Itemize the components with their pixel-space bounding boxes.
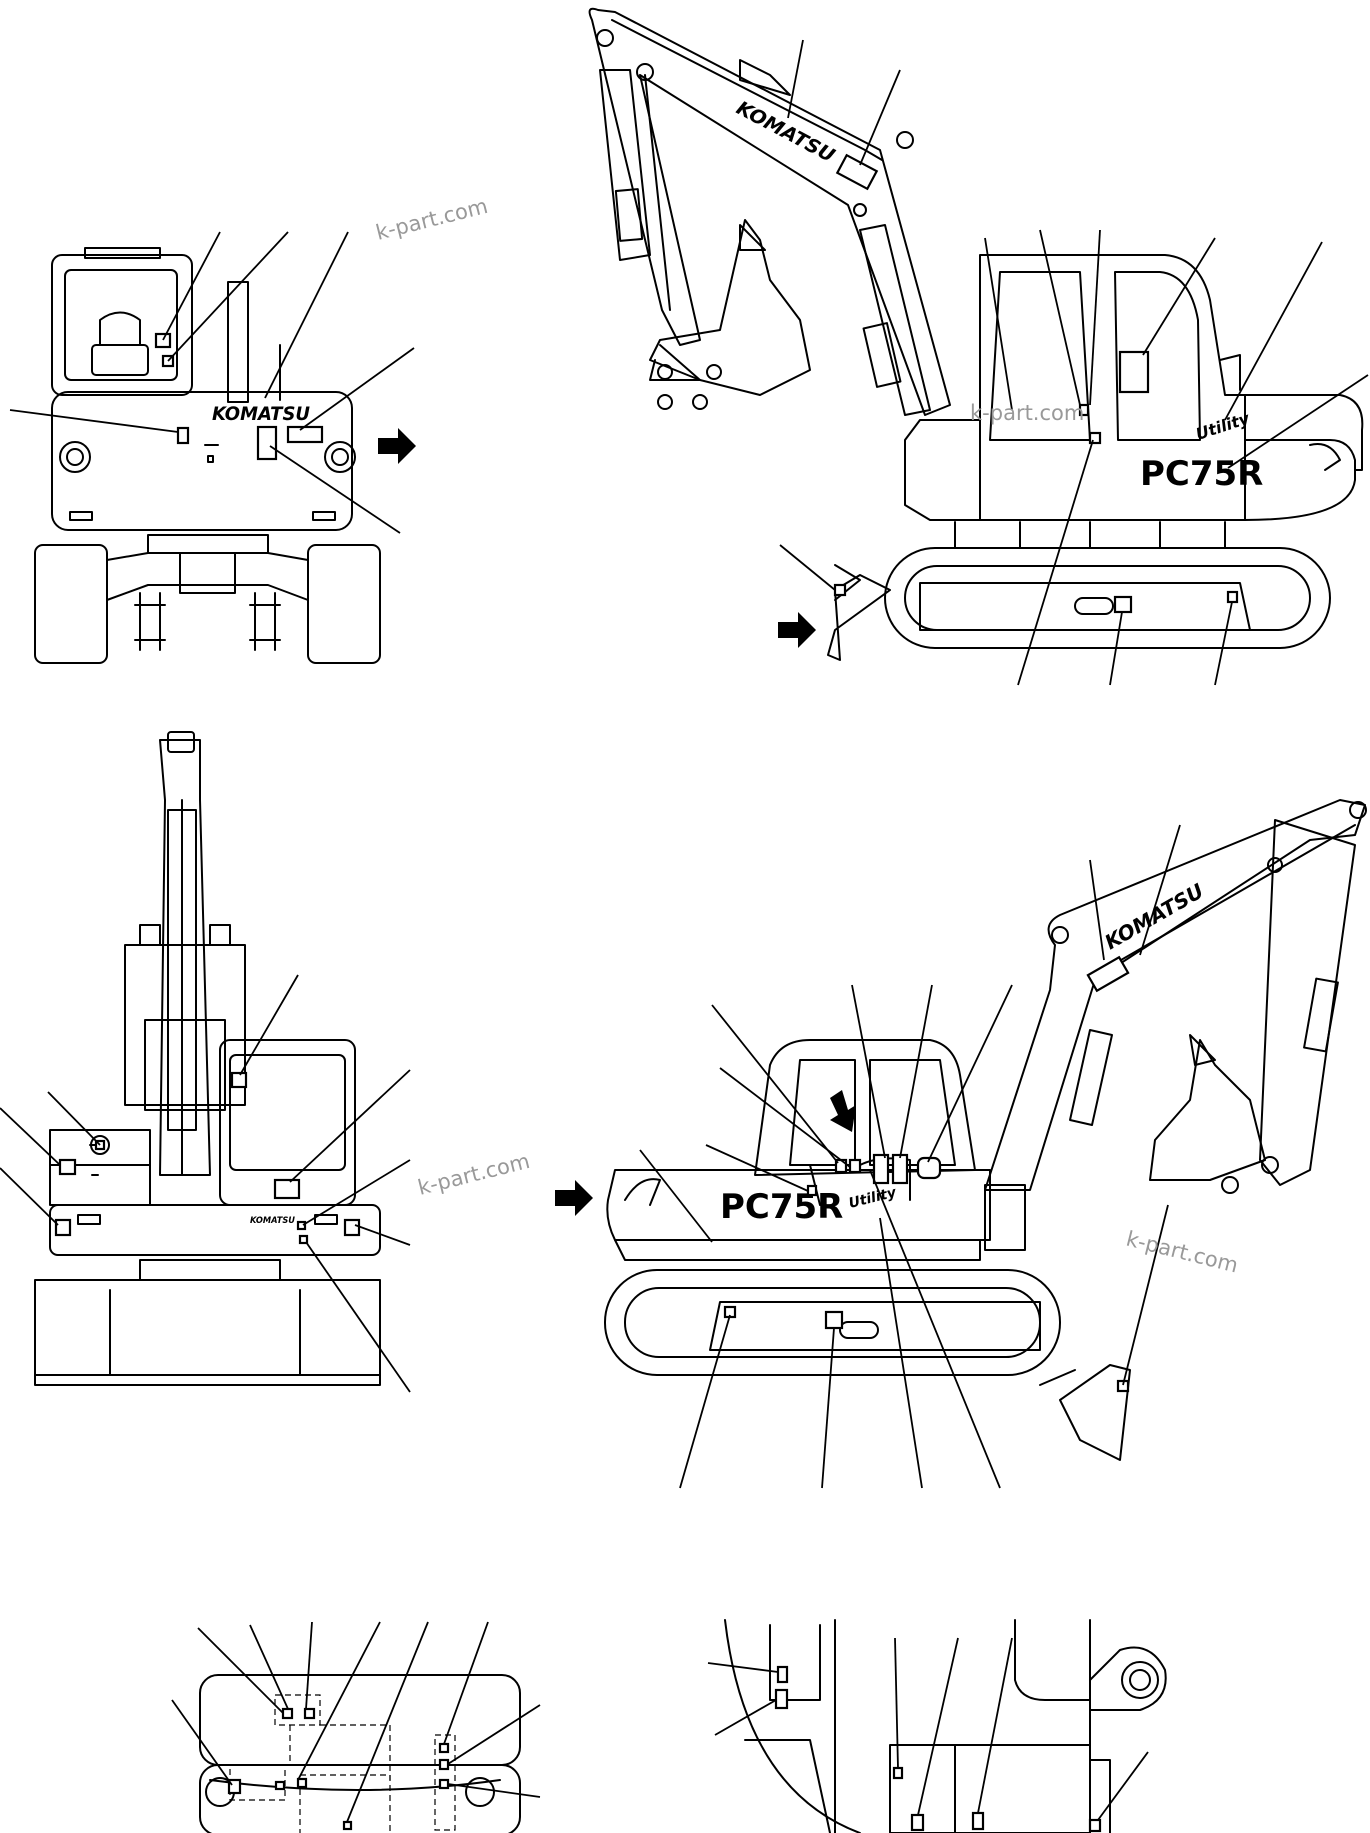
decal-label: [891, 1153, 909, 1185]
left-side-view: PC75R Utility KOMATSU k-part: [588, 7, 1369, 686]
rear-view: KOMATSU k-part.com: [9, 194, 490, 664]
decal-label: [892, 1766, 904, 1780]
decal-label: [1088, 1818, 1102, 1833]
decal-label: [227, 1778, 242, 1795]
decal-label: [274, 1780, 286, 1791]
decal-label: [273, 1178, 301, 1200]
decal-label: [438, 1742, 450, 1754]
decal-label: [806, 1184, 818, 1197]
decal-label: [1088, 431, 1102, 445]
decal-label: [438, 1778, 450, 1790]
brand-logo: KOMATSU: [250, 1216, 296, 1226]
decal-label: [298, 1234, 309, 1245]
arrow-right-icon: [778, 612, 816, 648]
decal-label: [1078, 403, 1090, 417]
watermark: k-part.com: [970, 401, 1084, 425]
decal-label: [835, 153, 879, 191]
decal-label: [833, 583, 847, 597]
badge-decal: Utility: [1193, 409, 1252, 444]
decal-label: [154, 332, 172, 349]
decal-label: [438, 1758, 450, 1771]
decal-label: [281, 1707, 294, 1720]
decal-label: [824, 1310, 844, 1330]
decal-label: [58, 1158, 77, 1176]
brand-logo: KOMATSU: [733, 97, 839, 167]
front-view: KOMATSU k-part.com: [0, 731, 532, 1393]
decal-label: [910, 1813, 925, 1832]
model-name-decal: PC75R: [720, 1187, 843, 1227]
decal-label: [303, 1707, 316, 1720]
watermark: k-part.com: [1124, 1227, 1241, 1278]
decal-label: [1113, 595, 1133, 614]
decal-label: [872, 1153, 890, 1185]
decal-label: [296, 1220, 307, 1231]
arrow-right-icon: [555, 1180, 593, 1216]
watermark: k-part.com: [373, 194, 490, 245]
decal-label: [848, 1158, 862, 1174]
right-side-view: PC75R Utility KOMATSU: [555, 799, 1367, 1489]
decal-label: [1226, 590, 1239, 604]
decal-label: [1116, 1379, 1130, 1393]
decal-label: [230, 1071, 248, 1089]
decal-label: [776, 1665, 789, 1684]
decal-label: [176, 426, 190, 445]
arrow-right-icon: [378, 428, 416, 464]
decal-label: [1118, 350, 1150, 394]
decal-label: [342, 1820, 353, 1831]
badge-decal: Utility: [847, 1184, 899, 1211]
decal-label: [343, 1218, 361, 1237]
cab-detail: [707, 1619, 1167, 1833]
arrow-down-icon: [830, 1090, 856, 1132]
decal-label: [1086, 955, 1130, 993]
top-view-detail: [171, 1621, 541, 1833]
watermark: k-part.com: [415, 1149, 532, 1200]
decal-label: [296, 1777, 308, 1789]
model-name-decal: PC75R: [1140, 454, 1263, 494]
decal-label: [774, 1688, 789, 1710]
decal-label: [54, 1218, 72, 1237]
decal-label: [256, 425, 278, 461]
brand-logo: KOMATSU: [212, 403, 311, 425]
decal-label: [971, 1811, 985, 1831]
decal-label: [286, 425, 324, 444]
